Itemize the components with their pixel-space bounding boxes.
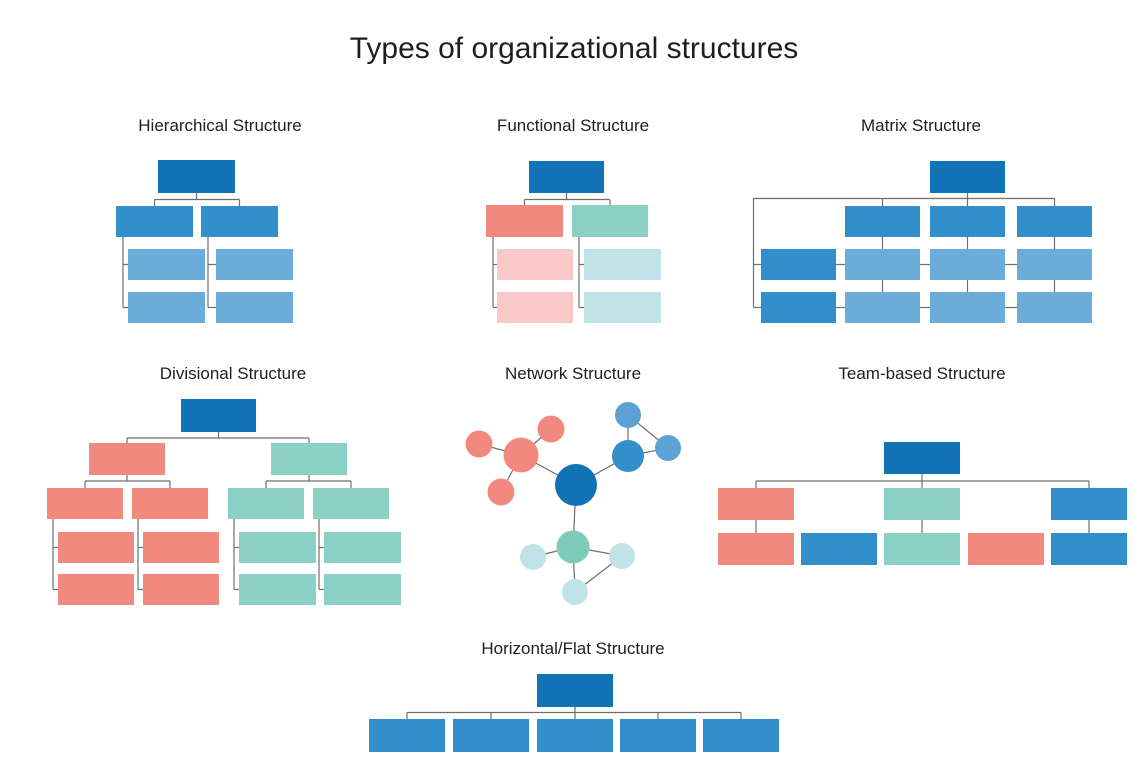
org-box	[239, 532, 316, 563]
org-box	[453, 719, 529, 752]
network-node	[503, 437, 539, 473]
org-box	[584, 292, 661, 323]
network-node	[615, 402, 641, 428]
org-box	[486, 205, 563, 237]
org-box	[181, 399, 256, 432]
panel-title-matrix: Matrix Structure	[861, 116, 981, 135]
org-box	[1017, 206, 1092, 237]
panel-title-functional: Functional Structure	[496, 116, 650, 135]
org-box	[132, 488, 208, 519]
panel-network	[465, 402, 681, 605]
network-node	[609, 543, 635, 569]
network-node	[465, 430, 493, 458]
org-box	[239, 574, 316, 605]
panel-hierarchical	[116, 160, 293, 323]
panel-flat	[369, 674, 779, 752]
org-box	[324, 532, 401, 563]
org-box	[620, 719, 696, 752]
org-box	[1051, 533, 1127, 565]
panel-functional	[486, 161, 661, 323]
org-box	[884, 442, 960, 474]
org-box	[537, 719, 613, 752]
org-box	[1017, 249, 1092, 280]
org-box	[143, 532, 219, 563]
panel-divisional	[47, 399, 401, 605]
network-node	[555, 464, 597, 506]
panel-title-divisional: Divisional Structure	[159, 364, 307, 383]
org-box	[89, 443, 165, 475]
org-box	[930, 206, 1005, 237]
org-box	[1051, 488, 1127, 520]
panel-title-network: Network Structure	[504, 364, 642, 383]
panel-title-horizontal-flat: Horizontal/Flat Structure	[481, 639, 665, 658]
org-box	[369, 719, 445, 752]
org-box	[497, 292, 573, 323]
org-box	[158, 160, 235, 193]
org-box	[313, 488, 389, 519]
network-node	[556, 530, 590, 564]
org-box	[884, 533, 960, 565]
org-box	[761, 292, 836, 323]
network-node	[612, 440, 644, 472]
org-box	[884, 488, 960, 520]
org-box	[47, 488, 123, 519]
org-box	[718, 488, 794, 520]
panel-matrix	[752, 161, 1092, 323]
network-node	[537, 415, 565, 443]
org-box	[216, 249, 293, 280]
org-box	[529, 161, 604, 193]
org-box	[228, 488, 304, 519]
network-node	[655, 435, 681, 461]
org-box	[703, 719, 779, 752]
org-box	[271, 443, 347, 475]
org-box	[497, 249, 573, 280]
org-box	[143, 574, 219, 605]
panel-title-hierarchical: Hierarchical Structure	[138, 116, 302, 135]
org-box	[1017, 292, 1092, 323]
org-box	[58, 532, 134, 563]
org-box	[201, 206, 278, 237]
org-box	[537, 674, 613, 707]
page-title: Types of organizational structures	[349, 32, 799, 65]
network-node	[520, 544, 546, 570]
network-node	[562, 579, 588, 605]
org-box	[584, 249, 661, 280]
panel-team	[718, 442, 1127, 565]
org-box	[58, 574, 134, 605]
org-box	[216, 292, 293, 323]
org-box	[930, 249, 1005, 280]
org-box	[572, 205, 648, 237]
org-box	[930, 292, 1005, 323]
org-box	[930, 161, 1005, 193]
org-box	[128, 249, 205, 280]
org-box	[968, 533, 1044, 565]
org-box	[845, 249, 920, 280]
network-node	[487, 478, 515, 506]
panel-title-team-based: Team-based Structure	[838, 364, 1006, 383]
org-box	[718, 533, 794, 565]
org-box	[845, 292, 920, 323]
org-box	[116, 206, 193, 237]
org-box	[761, 249, 836, 280]
org-box	[324, 574, 401, 605]
org-box	[128, 292, 205, 323]
org-box	[845, 206, 920, 237]
org-box	[801, 533, 877, 565]
